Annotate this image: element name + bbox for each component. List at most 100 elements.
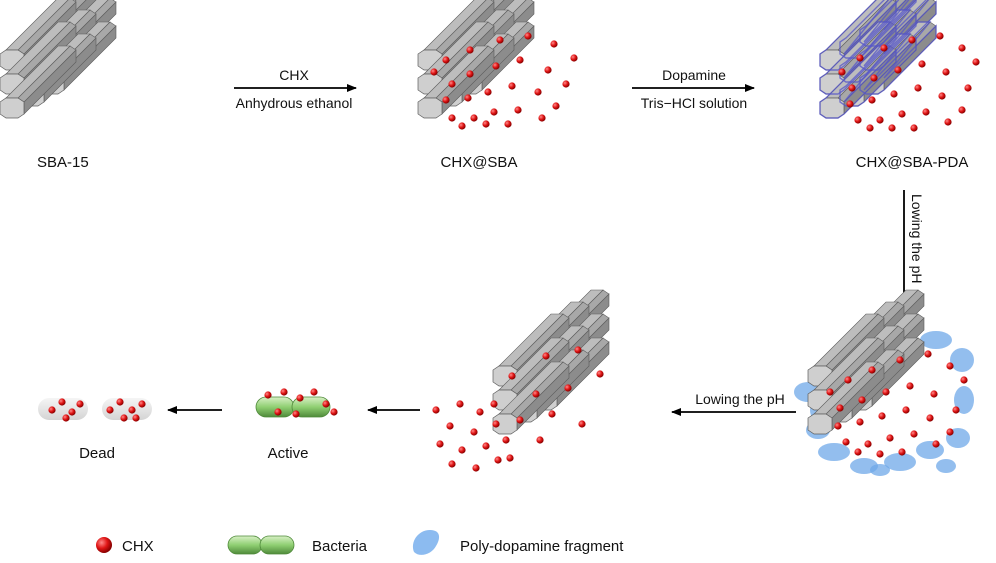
chx-particle bbox=[516, 56, 524, 64]
chx-particle bbox=[960, 376, 968, 384]
legend-bacteria-label: Bacteria bbox=[312, 538, 368, 555]
chx-particle bbox=[882, 388, 890, 396]
chx-particle bbox=[544, 66, 552, 74]
chx-particle bbox=[76, 400, 84, 408]
active-label: Active bbox=[268, 445, 309, 462]
chx-particle bbox=[430, 68, 438, 76]
chx-particle bbox=[322, 400, 330, 408]
chx-particle bbox=[858, 396, 866, 404]
legend-chx-icon bbox=[96, 537, 112, 553]
chx-particle bbox=[448, 460, 456, 468]
pda-fragment bbox=[884, 453, 916, 471]
chx-sba-pda-label: CHX@SBA-PDA bbox=[856, 154, 969, 171]
pda-fragment bbox=[870, 464, 890, 476]
chx-particle bbox=[532, 390, 540, 398]
chx-particle bbox=[446, 422, 454, 430]
chx-particle bbox=[470, 428, 478, 436]
chx-particle bbox=[880, 44, 888, 52]
chx-particle bbox=[68, 408, 76, 416]
chx-particle bbox=[854, 448, 862, 456]
chx-particle bbox=[856, 54, 864, 62]
chx-particle bbox=[964, 84, 972, 92]
chx-particle bbox=[508, 82, 516, 90]
dead-bacteria-chx bbox=[48, 398, 146, 422]
chx-particle bbox=[310, 388, 318, 396]
sba15-label: SBA-15 bbox=[37, 154, 89, 171]
chx-particle bbox=[856, 418, 864, 426]
chx-particle bbox=[930, 390, 938, 398]
chx-particle bbox=[138, 400, 146, 408]
chx-particle bbox=[898, 448, 906, 456]
chx-particle bbox=[496, 36, 504, 44]
sba15-cluster bbox=[0, 0, 117, 119]
legend: CHX Bacteria Poly-dopamine fragment bbox=[96, 530, 624, 555]
pda-fragment bbox=[936, 459, 956, 473]
chx-particle bbox=[470, 114, 478, 122]
chx-particle bbox=[280, 388, 288, 396]
chx-particle bbox=[564, 384, 572, 392]
pda-coating-outline bbox=[839, 0, 917, 59]
step2-label-top: Dopamine bbox=[662, 67, 726, 83]
step3-label: Lowing the pH bbox=[909, 194, 925, 284]
chx-particle bbox=[506, 454, 514, 462]
chx-particle bbox=[476, 408, 484, 416]
chx-particle bbox=[886, 434, 894, 442]
legend-chx-label: CHX bbox=[122, 538, 154, 555]
chx-particle bbox=[908, 36, 916, 44]
chx-particle bbox=[894, 66, 902, 74]
chx-particle bbox=[466, 46, 474, 54]
chx-particle bbox=[972, 58, 980, 66]
chx-particle bbox=[932, 440, 940, 448]
chx-particle bbox=[442, 56, 450, 64]
pda-fragment bbox=[920, 331, 952, 349]
chx-particle bbox=[330, 408, 338, 416]
chx-particle bbox=[132, 414, 140, 422]
chx-particle bbox=[906, 382, 914, 390]
chx-particle bbox=[116, 398, 124, 406]
chx-particle bbox=[868, 366, 876, 374]
chx-particle bbox=[552, 102, 560, 110]
chx-particle bbox=[436, 440, 444, 448]
chx-particle bbox=[482, 120, 490, 128]
chx-particle bbox=[870, 74, 878, 82]
chx-particle bbox=[946, 428, 954, 436]
chx-particle bbox=[868, 96, 876, 104]
dead-label: Dead bbox=[79, 445, 115, 462]
chx-particle bbox=[456, 400, 464, 408]
chx-particle bbox=[876, 116, 884, 124]
chx-particle bbox=[902, 406, 910, 414]
pda-coated-chx-particles bbox=[826, 350, 968, 458]
step2-arrow-group: Dopamine Tris−HCl solution bbox=[632, 67, 755, 111]
chx-particle bbox=[508, 372, 516, 380]
chx-particle bbox=[596, 370, 604, 378]
chx-particle bbox=[834, 422, 842, 430]
legend-bacteria-icon bbox=[227, 535, 295, 555]
chx-particle bbox=[574, 346, 582, 354]
legend-pda-icon bbox=[412, 530, 440, 555]
chx-particle bbox=[842, 438, 850, 446]
chx-particle bbox=[490, 400, 498, 408]
chx-particle bbox=[942, 68, 950, 76]
chx-particle bbox=[494, 456, 502, 464]
chx-particle bbox=[536, 436, 544, 444]
step1-arrow-group: CHX Anhydrous ethanol bbox=[234, 67, 357, 111]
chx-particle bbox=[926, 414, 934, 422]
chx-particle bbox=[836, 404, 844, 412]
chx-particle bbox=[938, 92, 946, 100]
chx-particle bbox=[504, 120, 512, 128]
chx-particle bbox=[878, 412, 886, 420]
chx-particle bbox=[838, 68, 846, 76]
chx-particle bbox=[48, 406, 56, 414]
legend-pda-label: Poly-dopamine fragment bbox=[460, 538, 624, 555]
chx-sba-pda-cluster bbox=[819, 0, 937, 119]
chx-particle bbox=[914, 84, 922, 92]
chx-particle bbox=[570, 54, 578, 62]
chx-particle bbox=[924, 350, 932, 358]
chx-particle bbox=[958, 44, 966, 52]
chx-particle bbox=[484, 88, 492, 96]
chx-particle bbox=[936, 32, 944, 40]
pda-coating-outline bbox=[819, 45, 897, 119]
chx-particle bbox=[458, 122, 466, 130]
chx-particle bbox=[550, 40, 558, 48]
